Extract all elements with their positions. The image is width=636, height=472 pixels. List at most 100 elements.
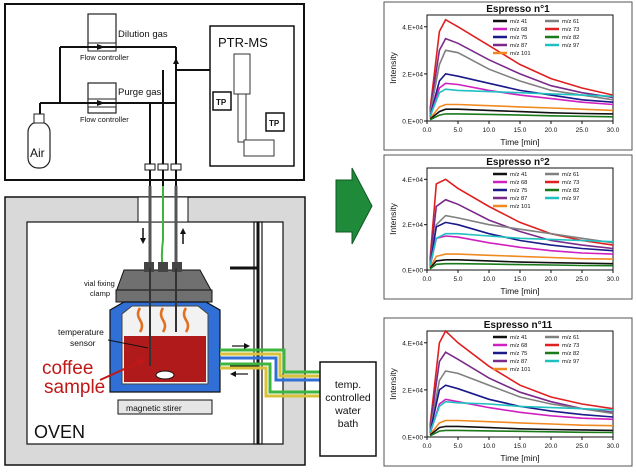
legend-label: m/z 68	[510, 343, 527, 349]
series-line-m-z-61	[429, 214, 614, 264]
series-line-m-z-101	[429, 103, 614, 120]
legend-label: m/z 101	[510, 367, 531, 373]
series-line-m-z-68	[429, 82, 614, 118]
legend-label: m/z 75	[510, 351, 527, 357]
y-tick-label: 2.E+04	[402, 71, 423, 78]
bath-label-4: bath	[338, 418, 359, 430]
x-tick-label: 0.0	[422, 443, 431, 450]
legend-label: m/z 75	[510, 35, 527, 41]
series-line-m-z-82	[429, 429, 614, 437]
series-line-m-z-73	[429, 329, 614, 426]
y-axis-label: Intensity	[388, 202, 398, 234]
air-cylinder	[27, 113, 51, 169]
series-line-m-z-61	[429, 370, 614, 431]
dilution-gas-label: Dilution gas	[118, 29, 168, 40]
legend-label: m/z 73	[562, 343, 579, 349]
y-tick-label: 2.E+04	[402, 222, 423, 229]
chart-title: Espresso n°1	[486, 4, 550, 15]
x-tick-label: 30.0	[607, 276, 620, 283]
legend-label: m/z 75	[510, 188, 527, 194]
vial-label-2: clamp	[90, 289, 110, 298]
x-tick-label: 0.0	[422, 276, 431, 283]
bath-label-2: controlled	[325, 392, 371, 404]
coffee-label-2: sample	[44, 377, 105, 398]
y-tick-label: 2.E+04	[402, 387, 423, 394]
x-tick-label: 20.0	[545, 127, 558, 134]
legend-label: m/z 73	[562, 27, 579, 33]
series-line-m-z-41	[429, 259, 614, 269]
coffee-label-1: coffee	[42, 358, 93, 379]
legend-label: m/z 87	[510, 43, 527, 49]
series-line-m-z-97	[429, 88, 614, 117]
legend-label: m/z 41	[510, 19, 527, 25]
x-tick-label: 15.0	[514, 276, 527, 283]
x-tick-label: 25.0	[576, 127, 589, 134]
x-tick-label: 20.0	[545, 443, 558, 450]
water-bath-box	[319, 361, 377, 457]
series-line-m-z-101	[429, 253, 614, 269]
legend-label: m/z 97	[562, 43, 579, 49]
bath-label-3: water	[334, 405, 361, 417]
chart-title: Espresso n°2	[486, 157, 550, 168]
plot-area	[426, 14, 614, 122]
air-label: Air	[30, 146, 45, 160]
x-tick-label: 30.0	[607, 443, 620, 450]
vial-clamp	[115, 269, 213, 293]
legend-label: m/z 82	[562, 188, 579, 194]
bath-label-1: temp.	[335, 379, 361, 391]
series-line-m-z-75	[429, 384, 614, 433]
x-tick-label: 10.0	[483, 443, 496, 450]
series-line-m-z-82	[429, 262, 614, 270]
series-line-m-z-87	[429, 37, 614, 112]
series-line-m-z-82	[429, 113, 614, 121]
ptrms-label: PTR-MS	[218, 35, 268, 50]
x-tick-label: 15.0	[514, 443, 527, 450]
series-line-m-z-97	[429, 232, 614, 266]
y-axis-label: Intensity	[388, 51, 398, 83]
legend-label: m/z 82	[562, 35, 579, 41]
stirrer-label: magnetic stirer	[126, 403, 182, 413]
legend-label: m/z 61	[562, 172, 579, 178]
series-line-m-z-87	[429, 198, 614, 261]
legend-label: m/z 68	[510, 27, 527, 33]
series-line-m-z-41	[429, 425, 614, 436]
temp-sensor-label-1: temperature	[58, 327, 104, 337]
y-axis-label: Intensity	[388, 367, 398, 399]
turbo-pump-2	[265, 112, 285, 132]
tp-label-1: TP	[216, 98, 227, 107]
temp-sensor-label-2: sensor	[70, 338, 96, 348]
vial-label-1: vial fixing	[84, 279, 115, 288]
y-tick-label: 4.E+04	[402, 340, 423, 347]
legend-label: m/z 101	[510, 204, 531, 210]
x-tick-label: 5.0	[453, 127, 462, 134]
flow-controller-label-1: Flow controller	[80, 53, 129, 62]
series-line-m-z-41	[429, 108, 614, 120]
x-tick-label: 25.0	[576, 276, 589, 283]
legend-label: m/z 97	[562, 359, 579, 365]
legend-label: m/z 101	[510, 51, 531, 57]
y-tick-label: 4.E+04	[402, 24, 423, 31]
purge-flow-controller	[87, 82, 117, 114]
legend-label: m/z 87	[510, 359, 527, 365]
legend-label: m/z 61	[562, 335, 579, 341]
series-line-m-z-73	[429, 178, 614, 259]
legend-label: m/z 97	[562, 196, 579, 202]
x-tick-label: 25.0	[576, 443, 589, 450]
magnetic-stirrer	[117, 399, 213, 415]
series-line-m-z-75	[429, 73, 614, 117]
oven-label: OVEN	[34, 422, 85, 442]
x-tick-label: 20.0	[545, 276, 558, 283]
flow-controller-label-2: Flow controller	[80, 115, 129, 124]
turbo-pump-1	[212, 91, 232, 111]
x-axis-label: Time [min]	[500, 286, 539, 296]
series-line-m-z-73	[429, 18, 614, 110]
x-tick-label: 30.0	[607, 127, 620, 134]
series-line-m-z-61	[429, 49, 614, 115]
legend-label: m/z 68	[510, 180, 527, 186]
